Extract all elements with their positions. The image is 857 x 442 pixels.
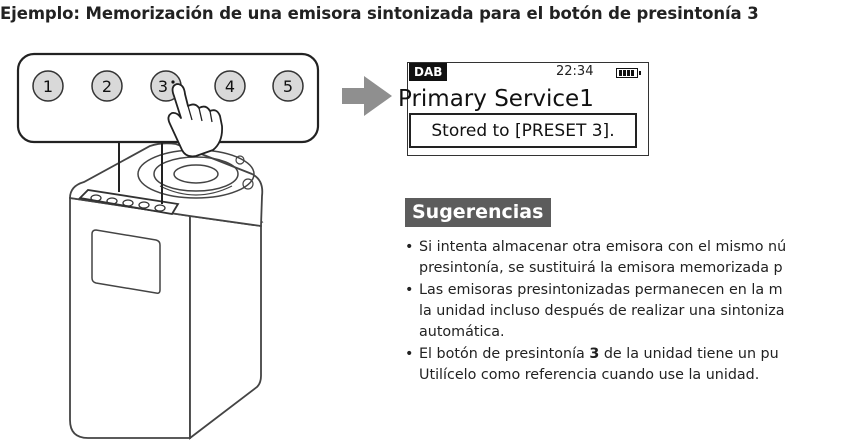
tip-item: Las emisoras presintonizadas permanecen … <box>404 280 786 343</box>
preset-button-5[interactable]: 5 <box>283 77 293 96</box>
hand-icon <box>167 83 223 158</box>
clock: 22:34 <box>556 64 594 79</box>
band-badge: DAB <box>409 63 448 81</box>
stored-message: Stored to [PRESET 3]. <box>409 113 637 148</box>
preset-button-1[interactable]: 1 <box>43 77 53 96</box>
tips-list: Si intenta almacenar otra emisora con el… <box>404 237 786 387</box>
arrow-right-icon <box>342 76 392 116</box>
page-title: Ejemplo: Memorización de una emisora sin… <box>0 4 759 23</box>
tips-heading: Sugerencias <box>405 198 552 227</box>
preset-button-3[interactable]: 3 <box>158 77 168 96</box>
service-name: Primary Service1 <box>398 86 594 112</box>
preset-button-4[interactable]: 4 <box>225 77 235 96</box>
radio-illustration: 1 2 3 4 5 <box>16 52 392 440</box>
tip-item: Si intenta almacenar otra emisora con el… <box>404 237 786 279</box>
preset-button-2[interactable]: 2 <box>102 77 112 96</box>
battery-icon <box>616 68 641 78</box>
tip-item: El botón de presintonía 3 de la unidad t… <box>404 344 786 386</box>
